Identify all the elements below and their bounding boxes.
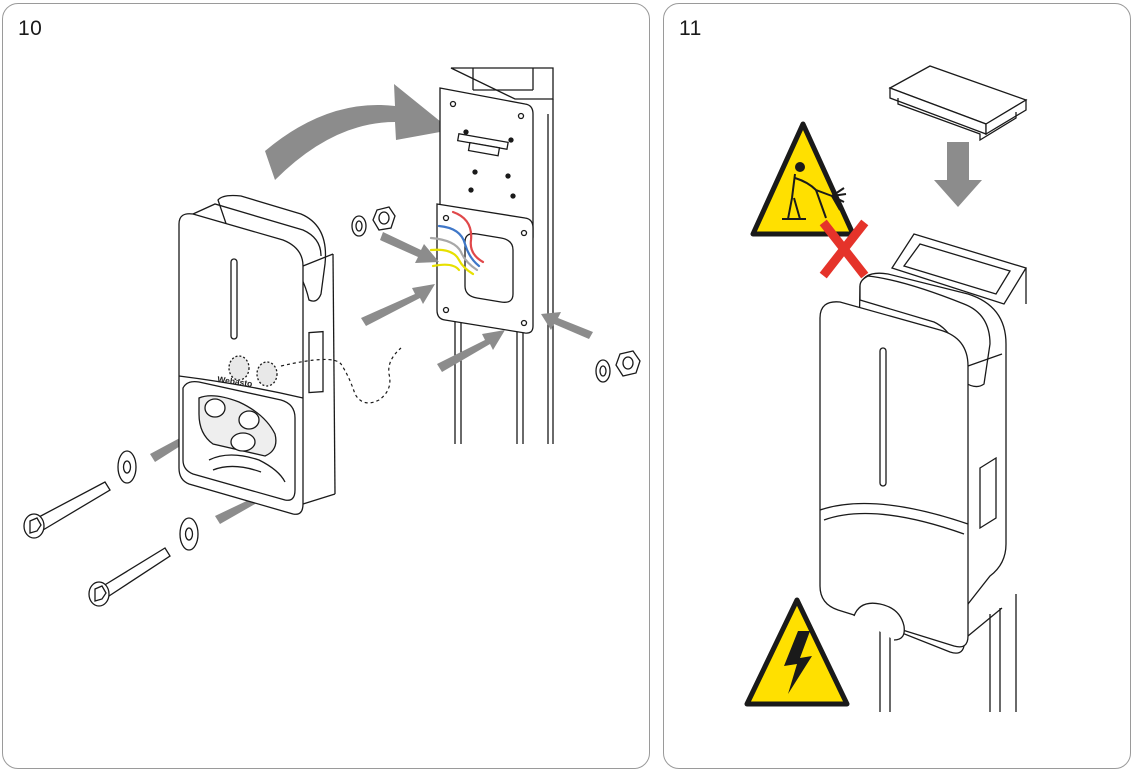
- charger-housing: [819, 272, 1007, 654]
- washer-upper: [117, 450, 137, 484]
- nut-and-washer-upper: [351, 206, 396, 237]
- curved-arrow-icon: [265, 84, 451, 180]
- step-number: 10: [18, 17, 43, 40]
- device-logo: Webasto: [217, 374, 253, 389]
- washer-lower: [179, 517, 199, 551]
- screw-upper: [23, 481, 111, 539]
- upper-mounting-plate: [439, 87, 534, 244]
- lower-mounting-plate: [436, 203, 534, 334]
- screw-lower: [88, 547, 171, 607]
- charger-housing: [178, 194, 336, 515]
- down-arrow-icon: [934, 142, 982, 207]
- step-10-illustration: Webasto: [23, 67, 641, 607]
- pillar-cap: [888, 65, 1028, 142]
- step-number: 11: [679, 17, 702, 40]
- pillar: [879, 233, 1027, 712]
- cable-route-dashed-line: [280, 347, 402, 404]
- high-voltage-warning-icon: [744, 597, 850, 707]
- step-11-illustration: [744, 65, 1028, 712]
- no-pressure-washer-warning-icon: [750, 121, 856, 237]
- nut-and-washer-right: [595, 350, 641, 383]
- prohibited-x-icon: [819, 219, 869, 279]
- step-10-panel: 10: [2, 3, 650, 769]
- supply-cables: [429, 210, 485, 276]
- step-11-panel: 11: [663, 3, 1131, 769]
